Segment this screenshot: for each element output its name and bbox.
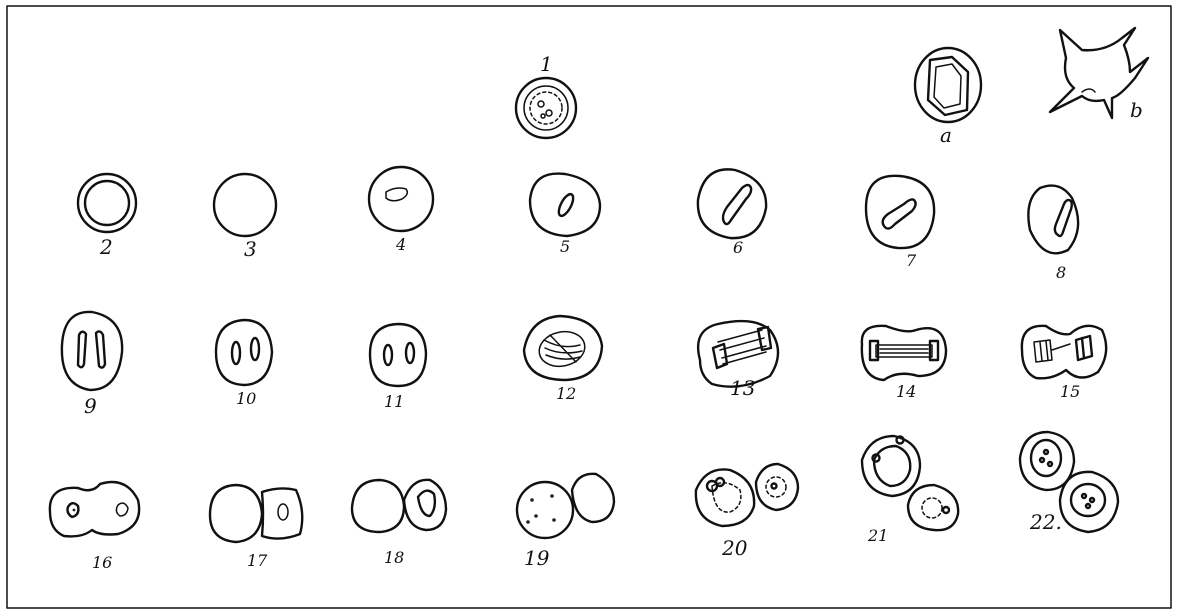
cell-1	[516, 78, 576, 138]
label-3: 3	[244, 239, 257, 259]
label-16: 16	[92, 555, 112, 571]
label-15: 15	[1060, 384, 1080, 400]
cell-10	[216, 320, 272, 385]
cell-21	[862, 436, 958, 530]
label-5: 5	[560, 239, 570, 255]
label-17: 17	[247, 553, 267, 569]
label-14: 14	[896, 384, 916, 400]
label-20: 20	[722, 538, 747, 558]
cell-15	[1022, 326, 1106, 379]
label-6: 6	[733, 240, 743, 256]
label-b: b	[1130, 100, 1143, 120]
label-2: 2	[100, 237, 113, 257]
label-8: 8	[1056, 265, 1066, 281]
label-7: 7	[906, 253, 916, 269]
cell-8	[1028, 186, 1078, 254]
plate-border	[7, 6, 1171, 608]
cell-18	[352, 480, 446, 532]
cell-a	[915, 48, 981, 122]
label-11: 11	[384, 394, 404, 410]
cell-4	[369, 167, 433, 231]
label-4: 4	[396, 237, 406, 253]
label-9: 9	[84, 396, 97, 416]
cell-3	[214, 174, 276, 236]
label-18: 18	[384, 550, 404, 566]
label-21: 21	[868, 528, 888, 544]
cell-20	[696, 464, 798, 526]
label-a: a	[940, 125, 952, 145]
label-19: 19	[524, 548, 549, 568]
label-13: 13	[730, 378, 755, 398]
cell-19	[517, 474, 614, 538]
cell-5	[530, 174, 600, 236]
cell-17	[210, 485, 302, 542]
cell-2	[78, 174, 136, 232]
cell-6	[698, 169, 766, 238]
cell-12	[524, 316, 602, 380]
cell-14	[862, 326, 946, 380]
label-22: 22.	[1030, 512, 1062, 532]
cell-16	[50, 482, 139, 536]
cell-9	[62, 312, 122, 390]
cell-7	[866, 176, 934, 248]
label-10: 10	[236, 391, 256, 407]
cell-11	[370, 324, 426, 386]
label-1: 1	[540, 54, 553, 74]
label-12: 12	[556, 386, 576, 402]
